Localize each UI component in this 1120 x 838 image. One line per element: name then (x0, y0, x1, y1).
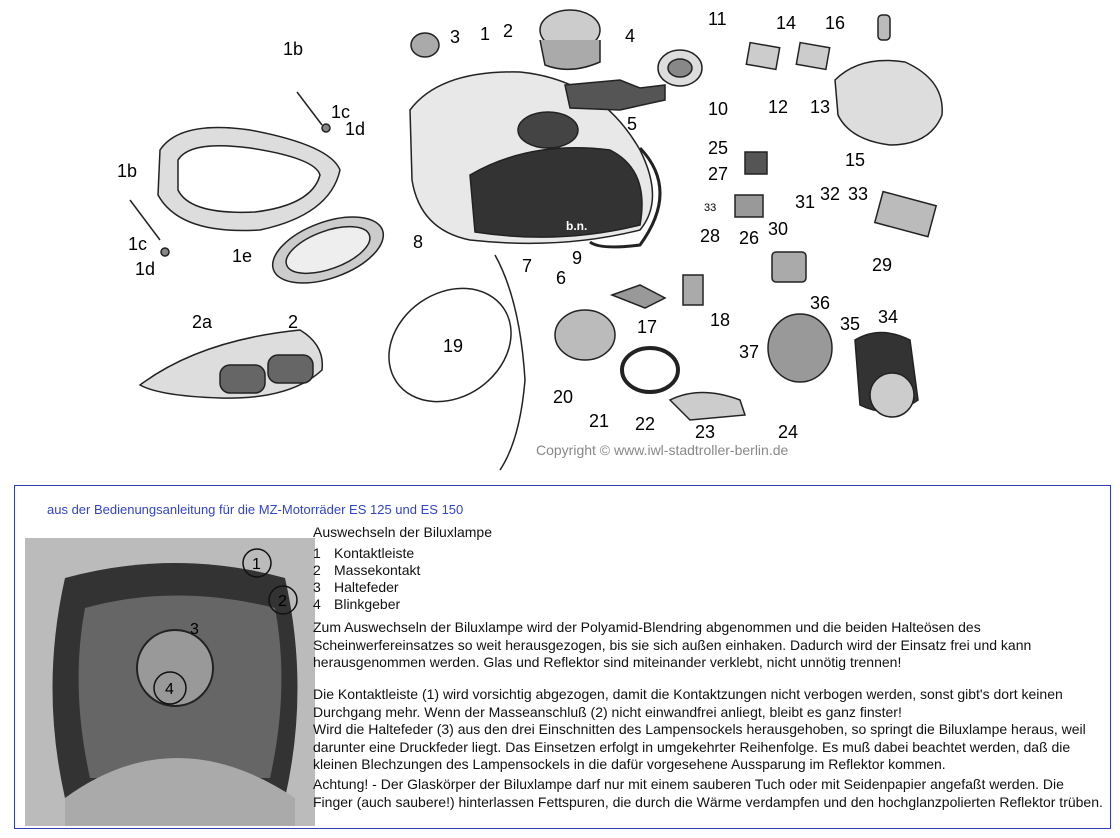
paragraph-removal: Zum Auswechseln der Biluxlampe wird der … (313, 619, 1032, 670)
callout-1d: 1d (135, 259, 155, 279)
photo-callout-3: 3 (190, 621, 199, 638)
callout-1: 1 (480, 24, 490, 44)
callout-22: 22 (635, 414, 655, 434)
callout-7: 7 (522, 256, 532, 276)
callout-2: 2 (503, 21, 513, 41)
callout-34: 34 (878, 307, 898, 327)
callout-6: 6 (556, 268, 566, 288)
callout-2a: 2a (192, 312, 213, 332)
callout-10: 10 (708, 99, 728, 119)
callout-9: 9 (572, 248, 582, 268)
ignition-switch (834, 59, 943, 146)
callout-5: 5 (627, 114, 637, 134)
exploded-parts-diagram: 1b 1c 1d 1b 1c 1d 1e 2a 2 3 1 2 4 5 8 7 … (117, 9, 943, 471)
photo-callout-1: 1 (252, 556, 261, 573)
instruction-box: aus der Bedienungsanleitung für die MZ-M… (14, 485, 1111, 829)
callout-21: 21 (589, 411, 609, 431)
callout-31: 31 (795, 192, 815, 212)
callout-37: 37 (739, 342, 759, 362)
callout-26: 26 (739, 228, 759, 248)
headlight-photo: 1 2 3 4 (25, 538, 315, 826)
callout-28: 28 (700, 226, 720, 246)
callout-24: 24 (778, 422, 798, 442)
callout-17: 17 (637, 317, 657, 337)
callout-1c: 1c (331, 102, 350, 122)
callout-36: 36 (810, 293, 830, 313)
paragraph-contact-strip: Die Kontaktleiste (1) wird vorsichtig ab… (313, 686, 1063, 720)
copyright-notice: Copyright © www.iwl-stadtroller-berlin.d… (536, 442, 789, 458)
callout-23: 23 (695, 422, 715, 442)
callout-1b: 1b (283, 39, 303, 59)
callout-12: 12 (768, 97, 788, 117)
callout-3: 3 (450, 27, 460, 47)
box-title: Auswechseln der Biluxlampe (313, 524, 492, 540)
callout-15: 15 (845, 150, 865, 170)
callout-1c: 1c (128, 234, 147, 254)
callout-27: 27 (708, 164, 728, 184)
callout-33-inline: 33 (704, 202, 716, 214)
callout-35: 35 (840, 314, 860, 334)
callout-33: 33 (848, 184, 868, 204)
callout-20: 20 (553, 387, 573, 407)
callout-1b: 1b (117, 161, 137, 181)
callout-8: 8 (413, 232, 423, 252)
speedometer-cable (388, 287, 512, 403)
photo-callout-4: 4 (165, 681, 174, 698)
callout-19: 19 (443, 336, 463, 356)
paragraph-retaining-spring: Wird die Haltefeder (3) aus den drei Ein… (313, 721, 1086, 772)
callout-16: 16 (825, 13, 845, 33)
callout-2: 2 (288, 312, 298, 332)
inline-label-bn: b.n. (566, 219, 587, 233)
callout-14: 14 (776, 13, 796, 33)
callout-1d: 1d (345, 119, 365, 139)
box-heading: aus der Bedienungsanleitung für die MZ-M… (47, 502, 464, 517)
callout-25: 25 (708, 138, 728, 158)
callout-29: 29 (872, 255, 892, 275)
photo-callout-2: 2 (278, 593, 287, 610)
callout-32: 32 (820, 184, 840, 204)
callout-18: 18 (710, 310, 730, 330)
callout-1e: 1e (232, 246, 252, 266)
callout-4: 4 (625, 26, 635, 46)
callout-13: 13 (810, 97, 830, 117)
paragraph-warning: Achtung! - Der Glaskörper der Biluxlampe… (313, 776, 1103, 810)
callout-11: 11 (708, 9, 727, 29)
callout-30: 30 (768, 219, 788, 239)
